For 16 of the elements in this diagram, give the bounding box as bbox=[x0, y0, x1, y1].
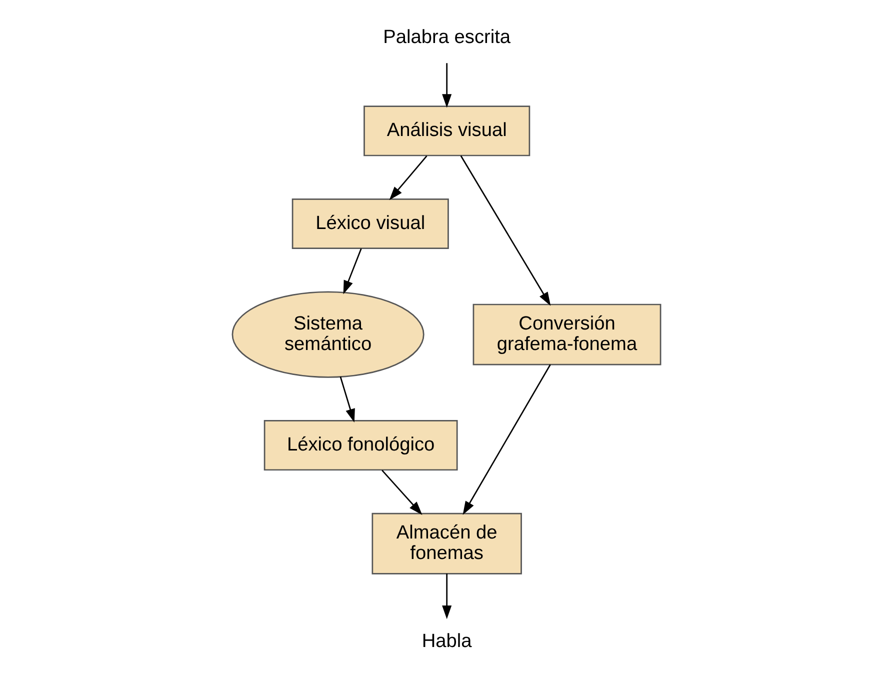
node-text: Palabra escrita bbox=[383, 27, 511, 48]
arrow bbox=[389, 156, 428, 200]
node-box: Léxico visual bbox=[292, 198, 449, 250]
arrow bbox=[460, 155, 551, 306]
node-box: Conversión grafema-fonema bbox=[472, 304, 662, 366]
arrow bbox=[340, 376, 355, 423]
node-text: Habla bbox=[422, 630, 472, 652]
arrow bbox=[442, 574, 452, 620]
node-ellipse: Sistema semántico bbox=[232, 291, 424, 378]
arrow bbox=[382, 470, 422, 515]
node-box: Análisis visual bbox=[364, 106, 530, 156]
node-box: Léxico fonológico bbox=[264, 420, 458, 471]
arrow bbox=[442, 63, 452, 108]
node-box: Almacén de fonemas bbox=[372, 512, 522, 574]
arrow bbox=[462, 364, 551, 515]
arrow bbox=[343, 248, 362, 294]
